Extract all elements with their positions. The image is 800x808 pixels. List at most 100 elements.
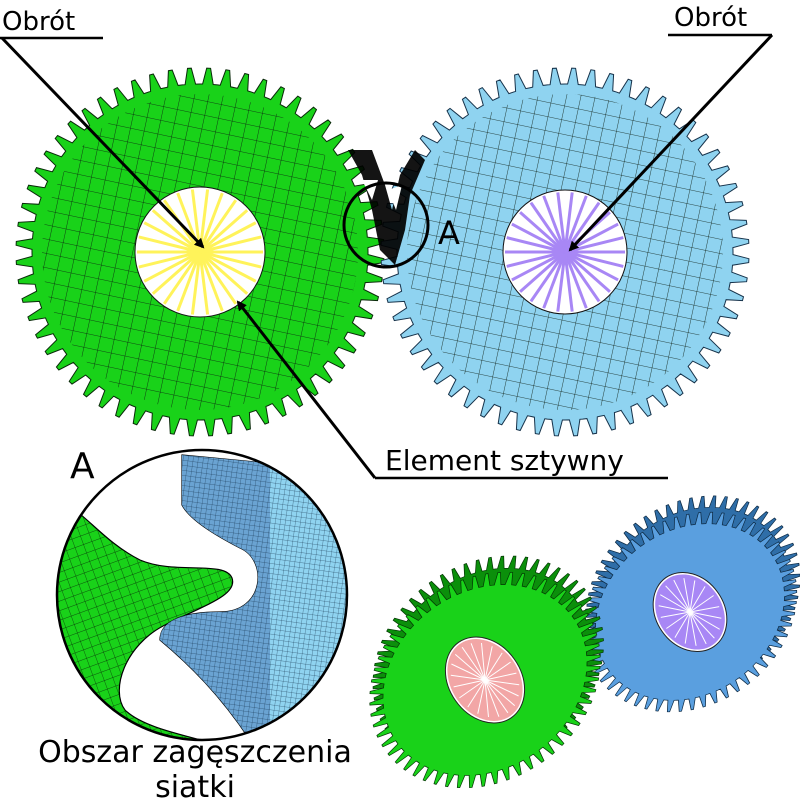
rotation-right-callout: Obrót	[568, 3, 774, 252]
rigid-spoke	[519, 211, 566, 254]
rigid-spoke	[151, 250, 201, 295]
rigid-spoke	[563, 195, 588, 253]
gear-3d-blue	[582, 495, 800, 713]
rigid-spoke	[484, 679, 509, 714]
rigid-element-callout: Element sztywny	[236, 300, 668, 480]
rigid-spoke	[138, 235, 201, 254]
rigid-spoke	[563, 251, 588, 309]
rigid-spoke	[176, 251, 202, 312]
rigid-spoke	[453, 679, 486, 688]
rigid-spoke	[666, 611, 691, 629]
detail-a-view: A Obszar zagęszczenia siatki	[38, 446, 352, 805]
rigid-spoke	[564, 250, 619, 282]
rigid-spoke	[689, 611, 720, 630]
rigid-spoke	[689, 606, 720, 613]
rigid-spoke	[199, 250, 249, 295]
rigid-spoke	[519, 250, 566, 293]
rotation-left-callout: Obrót	[0, 7, 205, 249]
rigid-spoke	[563, 251, 601, 303]
rigid-spoke	[484, 679, 489, 718]
rigid-spoke	[199, 250, 262, 269]
rigid-spoke	[198, 251, 238, 305]
gear-3d-green	[369, 555, 604, 789]
rigid-spoke	[689, 595, 714, 613]
rigid-spoke	[459, 679, 486, 699]
contact-zone-dense-mesh	[348, 150, 425, 265]
rigid-spoke	[542, 251, 567, 309]
mesh-refinement-label-line2: siatki	[155, 770, 235, 805]
rigid-spoke	[484, 679, 500, 717]
rigid-spoke	[138, 250, 201, 269]
rigid-spoke	[660, 611, 691, 618]
rigid-spoke	[665, 585, 691, 613]
rigid-spoke	[454, 654, 486, 681]
rigid-spoke	[484, 652, 503, 681]
detail-a-marker-label: A	[438, 214, 460, 252]
rigid-spoke	[199, 235, 262, 254]
rigid-spoke	[674, 611, 691, 638]
rigid-spoke	[563, 192, 574, 253]
rigid-spoke	[467, 679, 486, 708]
rigid-spoke	[529, 201, 567, 253]
rigid-spoke	[689, 611, 715, 639]
rotation-right-label: Obrót	[674, 3, 747, 33]
rigid-spoke	[556, 251, 567, 312]
rigid-spoke	[190, 251, 202, 315]
rigid-spoke	[484, 672, 517, 681]
rigid-spoke	[683, 578, 691, 613]
rigid-spoke	[689, 611, 707, 645]
rigid-spoke	[529, 251, 567, 303]
detail-a-marker-circle	[342, 181, 430, 269]
rigid-spoke	[151, 209, 201, 254]
rigid-spoke	[450, 674, 486, 681]
rigid-spoke	[563, 251, 574, 312]
rigid-spoke	[470, 643, 486, 681]
rigid-spoke	[477, 679, 486, 714]
rigid-spoke	[689, 611, 722, 619]
left-gear	[15, 67, 385, 437]
gears-3d-view	[369, 495, 800, 789]
rigid-spoke	[199, 209, 249, 254]
rotation-left-label: Obrót	[2, 7, 75, 37]
mesh-refinement-label-line1: Obszar zagęszczenia	[38, 735, 352, 770]
rigid-spoke	[461, 646, 486, 681]
rigid-spoke	[673, 579, 691, 613]
rigid-spoke	[199, 221, 257, 254]
rigid-spoke	[198, 251, 210, 315]
rigid-spoke	[198, 251, 224, 312]
rigid-spoke	[481, 642, 486, 681]
rigid-spoke	[689, 611, 697, 646]
rigid-spoke	[143, 221, 201, 254]
rigid-spoke	[511, 222, 566, 254]
left-bore-outline	[134, 186, 266, 318]
rigid-spoke	[684, 611, 691, 644]
rigid-spoke	[451, 663, 486, 681]
rigid-spoke	[564, 250, 611, 293]
rigid-spoke	[542, 195, 567, 253]
rigid-spoke	[162, 251, 202, 305]
rigid-spoke	[484, 646, 493, 681]
detail-a-title: A	[70, 446, 95, 487]
rigid-spoke	[658, 605, 691, 613]
rigid-spoke	[484, 679, 519, 697]
rigid-spoke	[484, 679, 516, 706]
rigid-element-label: Element sztywny	[385, 444, 624, 477]
rigid-spoke	[506, 250, 566, 268]
rigid-spoke	[689, 586, 706, 613]
rigid-spoke	[689, 580, 696, 613]
rigid-spoke	[556, 192, 567, 253]
rigid-spoke	[564, 250, 624, 268]
rigid-spoke	[484, 661, 511, 681]
rigid-spoke	[511, 250, 566, 282]
rigid-spoke	[198, 199, 238, 253]
rigid-spoke	[660, 594, 691, 613]
rigid-spoke	[506, 236, 566, 254]
right-rigid-element	[505, 192, 625, 312]
rigid-spoke	[143, 250, 201, 283]
rigid-spoke	[199, 250, 257, 283]
left-rigid-element	[137, 189, 263, 315]
detail-a-frame	[55, 448, 349, 742]
rigid-spoke	[484, 679, 520, 686]
right-gear	[380, 67, 750, 437]
